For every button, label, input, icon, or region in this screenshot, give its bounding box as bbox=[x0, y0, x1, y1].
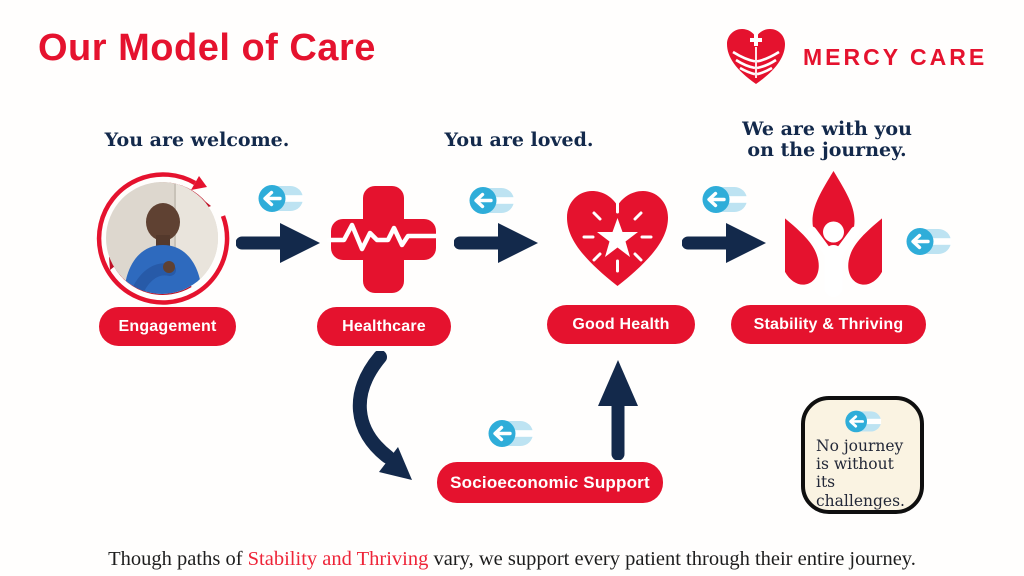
left-arrow-badge-icon bbox=[841, 409, 885, 434]
message-journey-line1: We are with you bbox=[742, 118, 912, 140]
footer-suffix: vary, we support every patient through t… bbox=[428, 547, 916, 570]
left-arrow-badge-icon bbox=[257, 183, 304, 214]
callout-text: No journey is without its challenges. bbox=[816, 436, 905, 510]
message-journey-line2: on the journey. bbox=[747, 139, 907, 161]
stage-pill-stability: Stability & Thriving bbox=[731, 305, 926, 344]
right-arrow-icon bbox=[236, 219, 324, 267]
footer-highlight: Stability and Thriving bbox=[247, 547, 429, 570]
left-arrow-badge-icon bbox=[701, 184, 748, 215]
right-arrow-icon bbox=[682, 219, 770, 267]
stage-pill-healthcare: Healthcare bbox=[317, 307, 451, 346]
page-title: Our Model of Care bbox=[38, 27, 376, 69]
brand-name: MERCY CARE bbox=[803, 43, 988, 70]
curved-down-arrow-icon bbox=[352, 351, 412, 480]
mercy-care-heart-icon bbox=[727, 29, 785, 84]
right-arrow-icon bbox=[454, 219, 542, 267]
left-arrow-badge-icon bbox=[905, 226, 952, 257]
challenges-callout: No journey is without its challenges. bbox=[801, 396, 924, 514]
stage-pill-engagement: Engagement bbox=[99, 307, 236, 346]
message-journey: We are with you on the journey. bbox=[707, 119, 947, 161]
left-arrow-badge-icon bbox=[468, 185, 515, 216]
stage-pill-good-health: Good Health bbox=[547, 305, 695, 344]
sparkle-heart-icon bbox=[567, 191, 668, 286]
footer-caption: Though paths of Stability and Thriving v… bbox=[0, 548, 1024, 571]
brand-logo: MERCY CARE bbox=[724, 26, 987, 88]
medical-cross-heartbeat-icon bbox=[327, 186, 440, 293]
message-welcome: You are welcome. bbox=[104, 129, 290, 151]
footer-prefix: Though paths of bbox=[108, 547, 248, 570]
left-arrow-badge-icon bbox=[487, 418, 534, 449]
up-arrow-icon bbox=[598, 360, 638, 460]
stage-pill-socioeconomic: Socioeconomic Support bbox=[437, 462, 663, 503]
thriving-flame-person-icon bbox=[785, 171, 882, 297]
patient-photo bbox=[106, 182, 218, 294]
message-loved: You are loved. bbox=[444, 129, 594, 151]
